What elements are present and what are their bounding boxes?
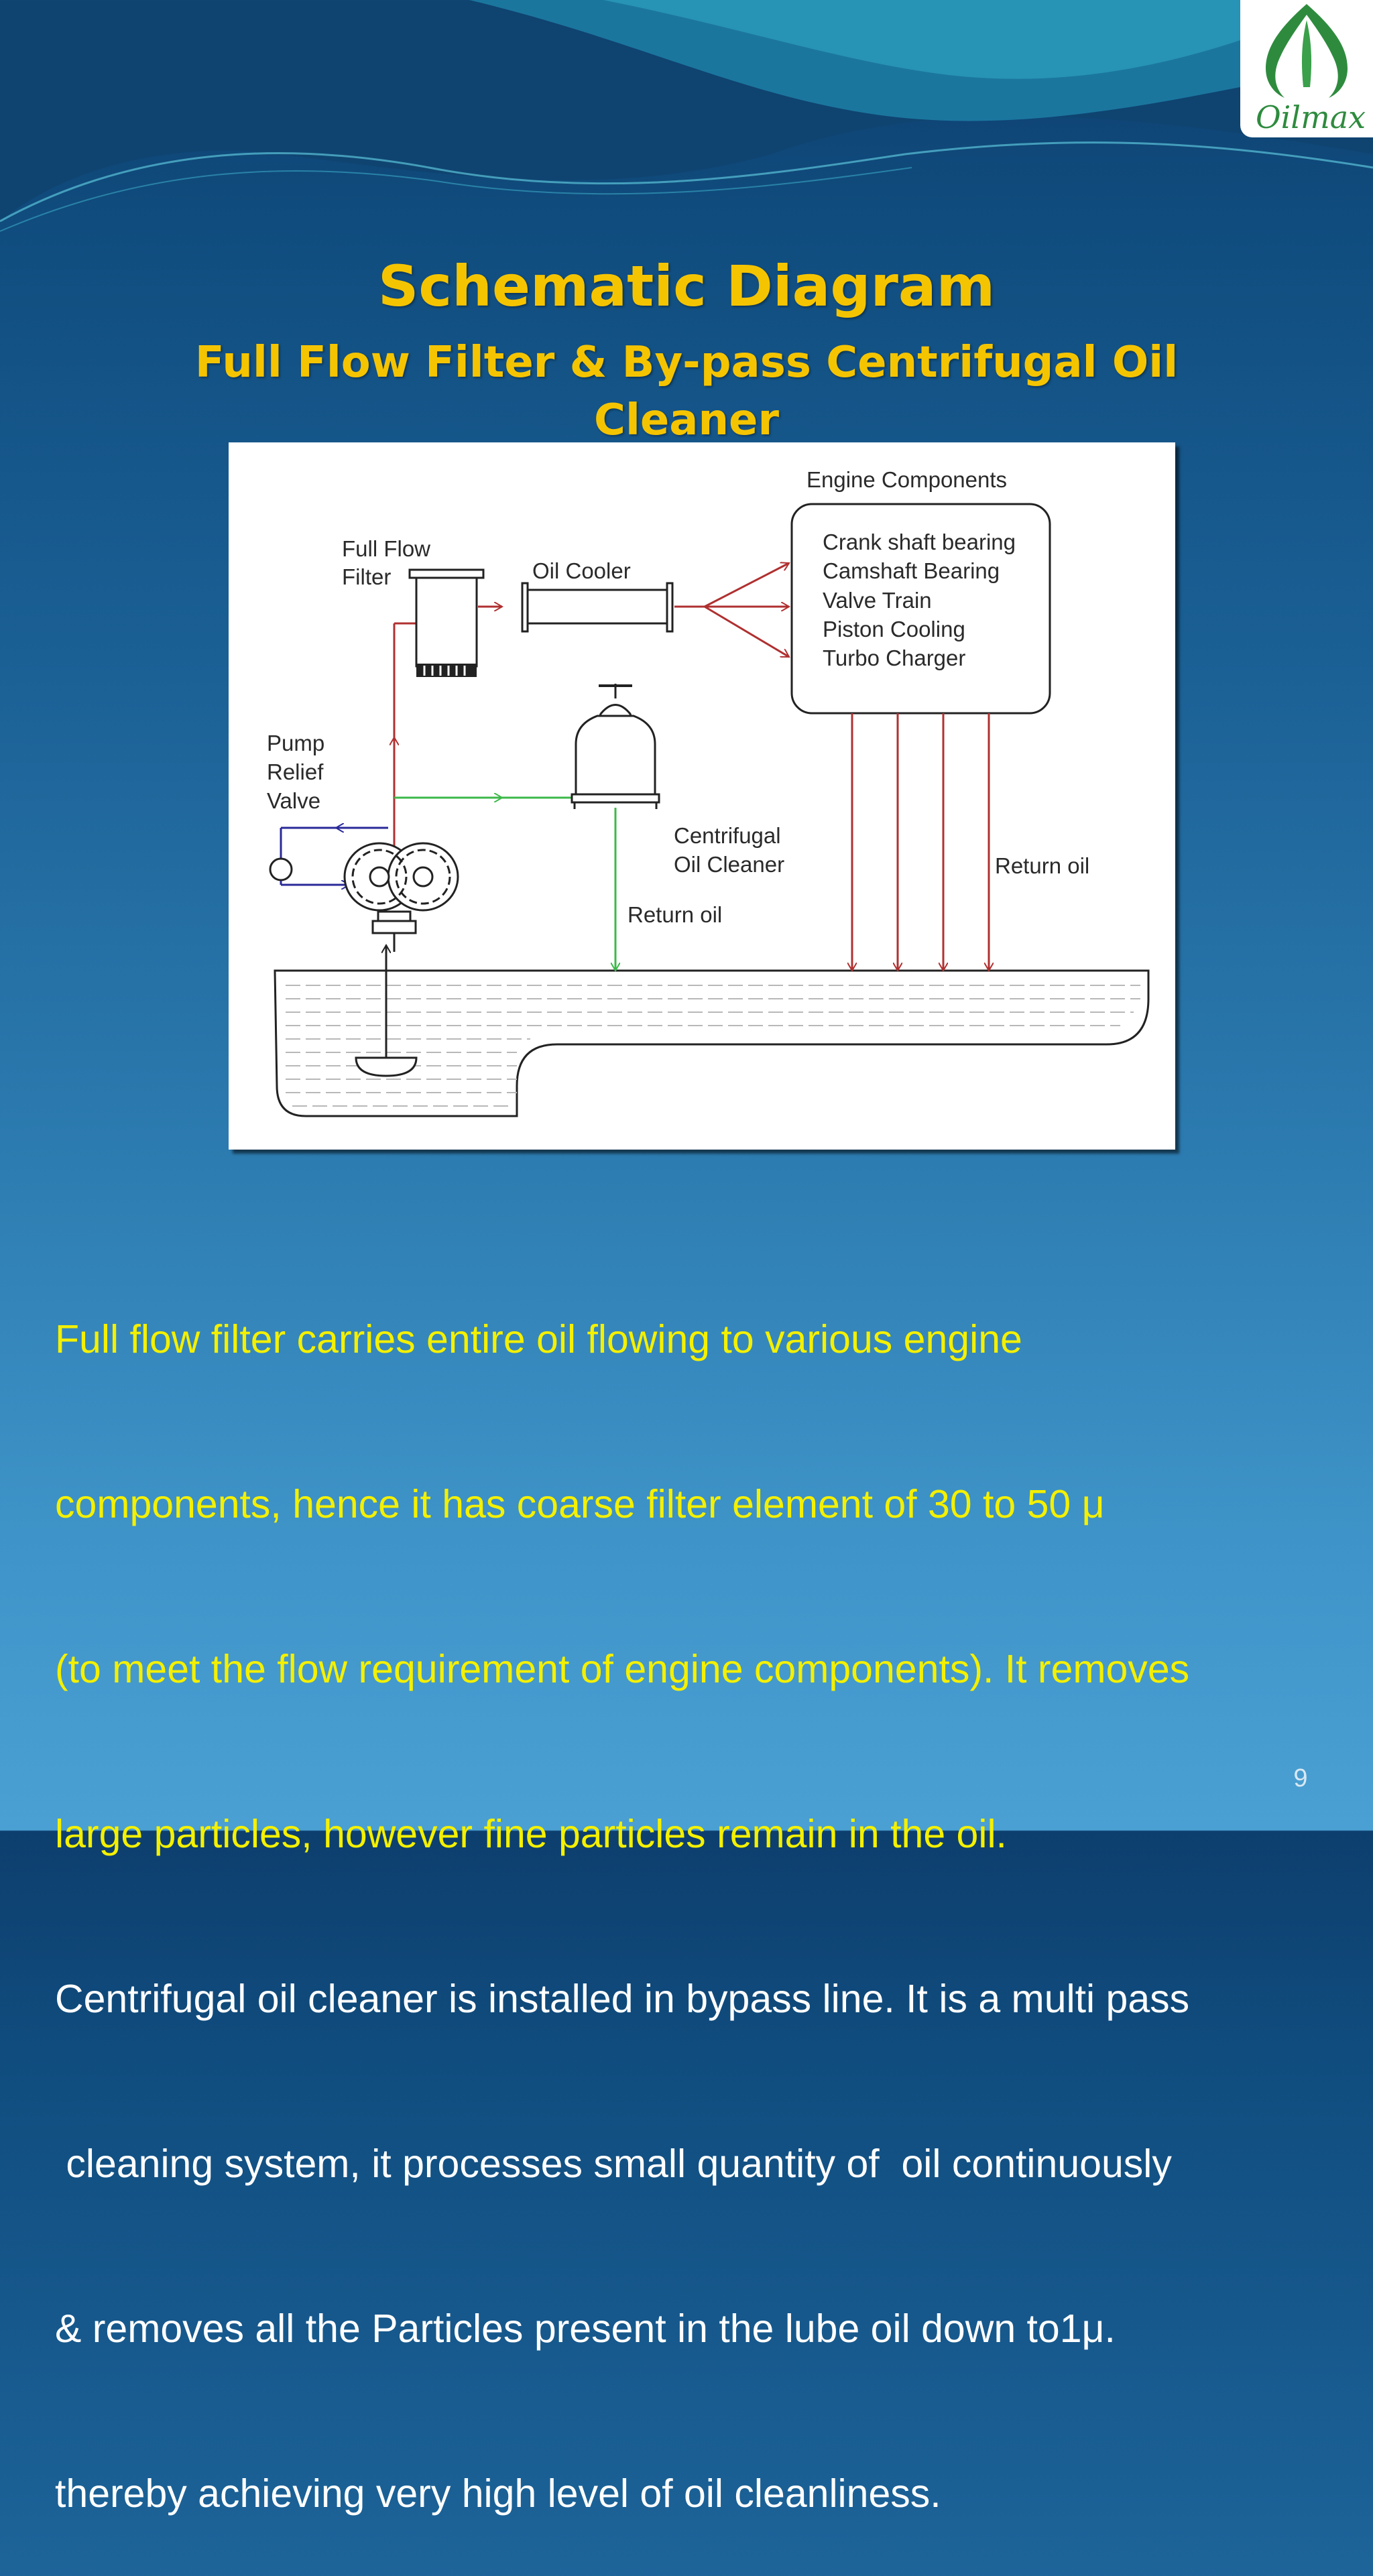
centrifugal-cleaner-label: Oil Cleaner — [674, 852, 784, 877]
oil-cooler-label: Oil Cooler — [532, 558, 631, 583]
body-line: (to meet the flow requirement of engine … — [55, 1647, 1190, 1691]
oilmax-logo: Oilmax — [1240, 0, 1373, 137]
slide-title: Schematic Diagram — [377, 253, 996, 319]
oil-cooler — [521, 582, 674, 633]
body-line: & removes all the Particles present in t… — [55, 2307, 1116, 2351]
return-oil-lines — [852, 713, 989, 971]
engine-components-title: Engine Components — [807, 467, 1007, 492]
centrifugal-oil-cleaner — [571, 684, 660, 809]
engine-component-item: Crank shaft bearing — [823, 530, 1016, 554]
body-line: large particles, however fine particles … — [55, 1812, 1007, 1856]
engine-components-box — [790, 503, 1051, 715]
body-line: Centrifugal oil cleaner is installed in … — [55, 1977, 1190, 2021]
body-line: thereby achieving very high level of oil… — [55, 2471, 941, 2516]
schematic-diagram: Engine Components Crank shaft bearing Ca… — [229, 442, 1175, 1150]
oil-pump-gears — [343, 842, 459, 952]
full-flow-filter-label: Full Flow — [342, 536, 430, 561]
engine-component-item: Piston Cooling — [823, 617, 965, 641]
body-line: components, hence it has coarse filter e… — [55, 1482, 1105, 1526]
engine-component-item: Valve Train — [823, 588, 932, 613]
full-flow-filter-label: Filter — [342, 564, 391, 589]
slide-subtitle: Full Flow Filter & By-pass Centrifugal O… — [194, 338, 1179, 445]
bypass-oil-line — [394, 798, 615, 971]
engine-component-item: Camshaft Bearing — [823, 558, 1000, 583]
page-number: 9 — [1293, 1764, 1308, 1792]
pump-relief-valve-label: Relief — [267, 759, 324, 784]
return-oil-label: Return oil — [995, 853, 1089, 878]
centrifugal-cleaner-label: Centrifugal — [674, 823, 781, 848]
body-text: Full flow filter carries entire oil flow… — [55, 1202, 1369, 2576]
pump-relief-valve-label: Pump — [267, 731, 324, 755]
full-flow-oil-line — [394, 563, 789, 865]
body-line: cleaning system, it processes small quan… — [55, 2142, 1172, 2186]
background-waves — [0, 0, 1373, 232]
oil-strainer — [355, 945, 418, 1077]
oil-sump — [274, 969, 1150, 1117]
return-oil-label: Return oil — [628, 902, 722, 927]
pump-relief-valve — [269, 828, 388, 885]
full-flow-filter — [408, 568, 485, 677]
pump-relief-valve-label: Valve — [267, 788, 320, 813]
engine-component-item: Turbo Charger — [823, 646, 965, 670]
leaf-drop-icon — [1266, 4, 1348, 98]
logo-text: Oilmax — [1255, 99, 1366, 135]
body-line: Full flow filter carries entire oil flow… — [55, 1317, 1022, 1361]
